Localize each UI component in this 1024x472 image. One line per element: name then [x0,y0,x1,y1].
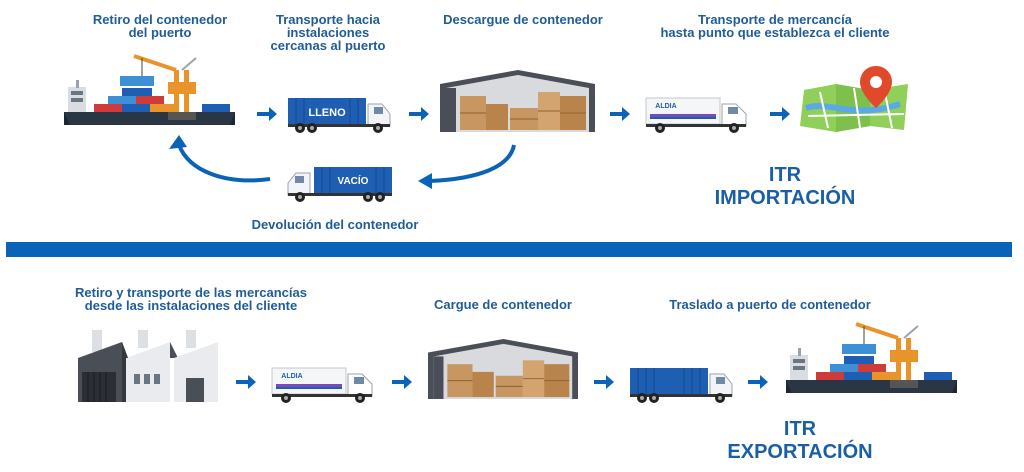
export-step-1-label: Retiro y transporte de las mercancías de… [75,285,307,313]
export-step-3-label: Traslado a puerto de contenedor [669,297,871,312]
return-label: Devolución del contenedor [251,217,419,232]
factory-icon [78,330,218,402]
import-title: ITR IMPORTACIÓN [714,164,856,209]
arrow-right-icon [770,107,790,121]
arrow-right-icon [392,375,412,389]
warehouse-icon [440,70,595,132]
export-title: ITR EXPORTACIÓN [727,418,873,463]
delivery-truck-icon: ALDIA [271,367,373,403]
truck-empty-text: VACÍO [338,174,369,187]
truck-full-icon: LLENO [288,98,391,133]
section-divider [6,242,1012,257]
arrow-right-icon [409,107,429,121]
truck-empty-icon: VACÍO [287,167,392,202]
container-ship-icon [786,322,957,393]
arrow-right-icon [236,375,256,389]
export-step-2-label: Cargue de contenedor [434,297,572,312]
warehouse-icon [428,339,578,399]
truck-full-icon [630,368,733,403]
import-step-3-label: Descargue de contenedor [443,12,603,27]
container-ship-icon [64,54,235,125]
brand-text: ALDIA [655,103,676,110]
arrow-right-icon [610,107,630,121]
arrow-right-icon [257,107,277,121]
brand-text: ALDIA [281,373,302,380]
arrow-right-icon [748,375,768,389]
map-pin-icon [800,66,908,132]
return-arc-left-icon [169,135,271,183]
import-step-2-label: Transporte hacia instalaciones cercanas … [270,12,386,53]
return-arc-right-icon [418,144,516,189]
delivery-truck-icon: ALDIA [645,97,747,133]
import-step-1-label: Retiro del contenedor del puerto [92,12,228,40]
import-step-4-label: Transporte de mercancía hasta punto que … [660,12,890,40]
arrow-right-icon [594,375,614,389]
truck-full-text: LLENO [308,107,346,119]
